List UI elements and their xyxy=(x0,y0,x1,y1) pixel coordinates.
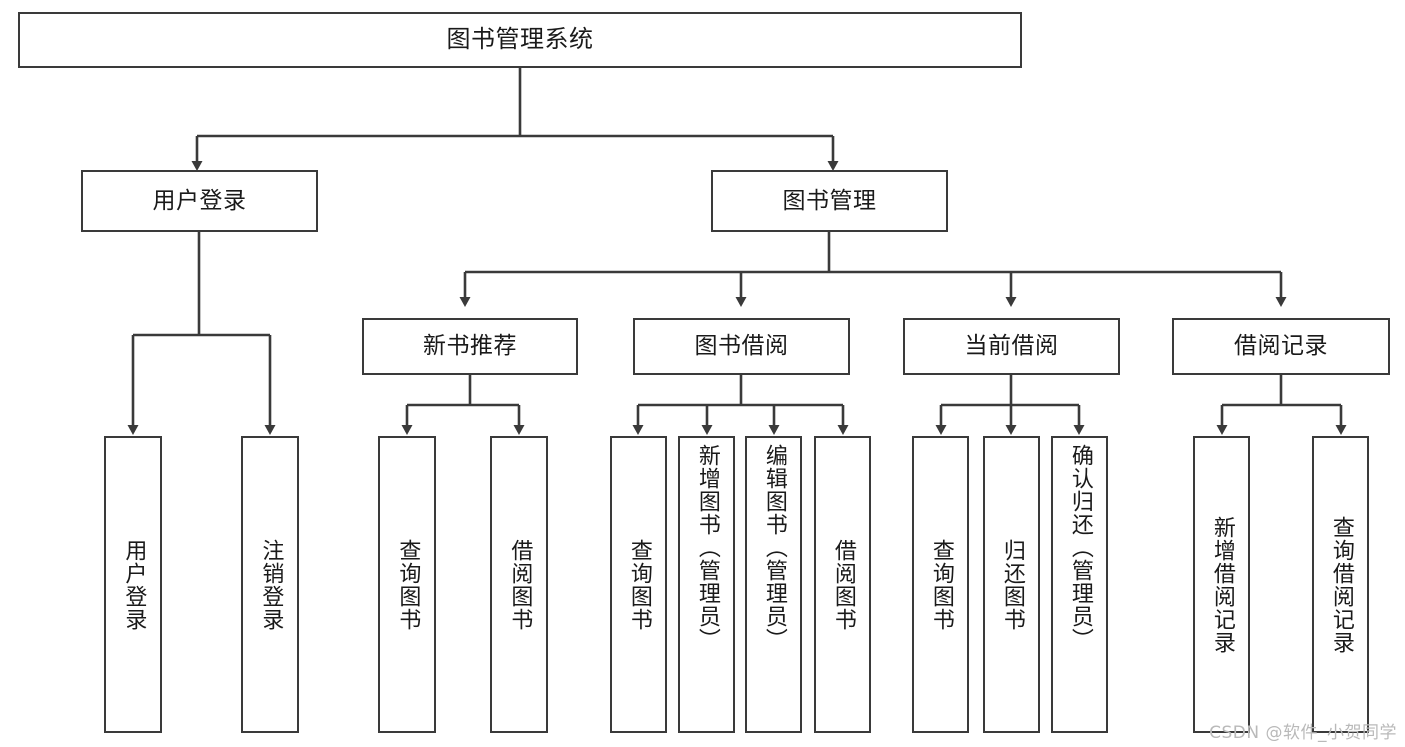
node-user-login-label: 用户登录 xyxy=(152,187,247,214)
node-leaf-query-book-3[interactable]: 查询图书 xyxy=(912,436,969,733)
watermark: CSDN @软件_小贺同学 xyxy=(1209,723,1397,743)
node-leaf-add-record-label: 新增借阅记录 xyxy=(1209,515,1235,654)
node-leaf-logout-login-label: 注销登录 xyxy=(258,538,284,631)
node-leaf-return-book-label: 归还图书 xyxy=(999,538,1025,631)
node-book-borrow[interactable]: 图书借阅 xyxy=(633,318,850,375)
node-leaf-logout-login[interactable]: 注销登录 xyxy=(241,436,299,733)
node-leaf-edit-book-label: 编辑图书（管理员） xyxy=(761,444,787,651)
node-borrow-record-label: 借阅记录 xyxy=(1234,333,1328,360)
node-leaf-confirm-return-label: 确认归还（管理员） xyxy=(1067,444,1093,651)
node-leaf-borrow-book-2-label: 借阅图书 xyxy=(830,538,856,631)
node-root-label: 图书管理系统 xyxy=(446,25,594,54)
node-current-borrow-label: 当前借阅 xyxy=(964,333,1059,360)
node-leaf-add-book[interactable]: 新增图书（管理员） xyxy=(678,436,735,733)
node-leaf-query-book-3-label: 查询图书 xyxy=(928,538,954,631)
node-leaf-query-book-1[interactable]: 查询图书 xyxy=(378,436,436,733)
node-leaf-query-book-2[interactable]: 查询图书 xyxy=(610,436,667,733)
node-book-manage[interactable]: 图书管理 xyxy=(711,170,948,232)
node-book-borrow-label: 图书借阅 xyxy=(694,333,789,360)
node-leaf-user-login-label: 用户登录 xyxy=(121,538,147,631)
node-current-borrow[interactable]: 当前借阅 xyxy=(903,318,1120,375)
node-borrow-record[interactable]: 借阅记录 xyxy=(1172,318,1390,375)
node-leaf-confirm-return[interactable]: 确认归还（管理员） xyxy=(1051,436,1108,733)
node-root[interactable]: 图书管理系统 xyxy=(18,12,1022,68)
node-leaf-user-login[interactable]: 用户登录 xyxy=(104,436,162,733)
node-leaf-add-book-label: 新增图书（管理员） xyxy=(694,444,720,651)
node-leaf-query-book-2-label: 查询图书 xyxy=(626,538,652,631)
node-leaf-borrow-book-1[interactable]: 借阅图书 xyxy=(490,436,548,733)
node-leaf-edit-book[interactable]: 编辑图书（管理员） xyxy=(745,436,802,733)
node-leaf-borrow-book-1-label: 借阅图书 xyxy=(507,538,533,631)
node-leaf-query-record[interactable]: 查询借阅记录 xyxy=(1312,436,1369,733)
node-book-manage-label: 图书管理 xyxy=(782,187,877,214)
node-leaf-borrow-book-2[interactable]: 借阅图书 xyxy=(814,436,871,733)
node-leaf-query-record-label: 查询借阅记录 xyxy=(1328,515,1354,654)
node-user-login[interactable]: 用户登录 xyxy=(81,170,318,232)
node-new-book-recommend[interactable]: 新书推荐 xyxy=(362,318,578,375)
node-new-book-recommend-label: 新书推荐 xyxy=(423,333,517,360)
node-leaf-return-book[interactable]: 归还图书 xyxy=(983,436,1040,733)
node-leaf-add-record[interactable]: 新增借阅记录 xyxy=(1193,436,1250,733)
node-leaf-query-book-1-label: 查询图书 xyxy=(395,538,421,631)
